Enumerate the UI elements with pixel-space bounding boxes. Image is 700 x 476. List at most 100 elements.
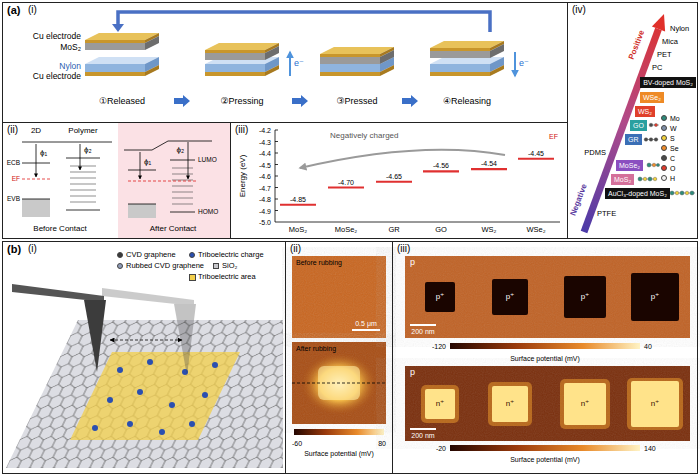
band-diagram — [128, 160, 195, 212]
kpfm-patterns — [425, 381, 679, 427]
figure-label: PTFE — [597, 210, 616, 218]
rubbing-illustration — [110, 340, 182, 341]
rubbing-illustration — [102, 288, 194, 306]
legend-text: Rubbed CVD graphene — [126, 262, 204, 270]
figure-label: 200 nm — [411, 432, 434, 439]
figure-label: p⁺ — [436, 293, 445, 301]
kpfm-before-after — [352, 329, 380, 331]
lattice-sketches — [656, 163, 659, 166]
rubbing-illustration — [202, 392, 208, 398]
figure-label: -4.70 — [338, 179, 354, 186]
kpfm-before-after — [292, 256, 386, 338]
figure-label: Cu electrode — [33, 32, 81, 41]
figure-label: -4.85 — [290, 196, 306, 203]
figure-label: 2D — [31, 127, 41, 135]
figure-label: MoSe₂ — [335, 226, 358, 234]
figure-label: ①Released — [99, 97, 145, 106]
teng-stacks — [320, 47, 394, 64]
rubbing-illustration — [92, 425, 98, 431]
figure-label: -4.45 — [528, 150, 544, 157]
material-chip: AuCl₃-doped MoS₂ — [605, 188, 670, 199]
panel-label: (i) — [28, 5, 37, 15]
material-chip: MoSe₂ — [616, 160, 643, 171]
lattice-sketches — [670, 191, 674, 195]
figure-label: PET — [657, 51, 672, 59]
figure-label: p⁺ — [506, 293, 515, 301]
figure-label: -4.4 — [259, 150, 271, 157]
kpfm-patterns — [425, 389, 455, 419]
lattice-sketches — [638, 123, 695, 195]
rubbing-illustration — [12, 284, 106, 372]
lattice-sketches — [675, 191, 679, 195]
figure-label: 0.5 μm — [355, 320, 377, 327]
kpfm-before-after — [292, 256, 386, 338]
figure-label: n⁺ — [581, 400, 590, 408]
figure-label: p — [410, 368, 415, 377]
kpfm-patterns — [492, 279, 528, 315]
teng-stacks — [85, 33, 504, 76]
figure-label: -4.3 — [259, 138, 271, 145]
figure-label: MoS₂ — [289, 226, 307, 234]
figure-label: ϕ₂ — [176, 146, 184, 154]
legend-text: O — [670, 165, 675, 172]
figure-label: -4.5 — [259, 161, 271, 168]
kpfm-before-after — [292, 342, 386, 424]
band-diagram — [36, 144, 37, 177]
figure-label: e⁻ — [294, 59, 304, 68]
panel-label: (ii) — [290, 244, 301, 254]
figure-label: EF — [12, 176, 20, 183]
figure-label: -20 — [436, 445, 446, 452]
rubbing-illustration — [159, 429, 165, 435]
rubbing-illustration — [137, 389, 143, 395]
panel-label: (ii) — [7, 125, 18, 135]
figure-label: ϕ₂ — [84, 146, 92, 154]
figure-label: -4.9 — [259, 207, 271, 214]
step-chevrons — [174, 95, 190, 107]
after-contact-ground — [118, 123, 230, 238]
rubbing-illustration — [6, 320, 283, 468]
kpfm-patterns — [421, 385, 459, 423]
figure-label: Nylon — [59, 62, 81, 71]
figure-label: -5.0 — [259, 219, 271, 226]
material-chip: MoS₂ — [611, 174, 634, 185]
cycle-arrow — [112, 24, 124, 32]
figure-label: ②Pressing — [220, 97, 263, 106]
kpfm-patterns — [421, 378, 683, 430]
panel-frame: (b)(i)(ii)(iii) — [2, 241, 698, 474]
lattice-sketches — [649, 123, 653, 127]
band-diagram — [128, 204, 156, 218]
triboelectric-series-arrow — [652, 14, 665, 31]
rubbing-illustration — [84, 300, 106, 372]
panel-label: (b) — [7, 244, 21, 255]
kpfm-before-after — [300, 352, 378, 416]
panel-frame: (ii) — [2, 122, 231, 239]
rubbing-illustration — [70, 352, 240, 440]
panel-frame: (ii) — [285, 241, 393, 474]
legend-text: W — [670, 125, 677, 132]
rubbing-illustration — [212, 362, 218, 368]
teng-stacks — [85, 57, 159, 76]
figure-label: GO — [435, 226, 447, 234]
electron-arrows — [289, 52, 291, 76]
kpfm-before-after — [294, 429, 384, 435]
kpfm-before-after — [292, 256, 386, 435]
kpfm-patterns — [405, 366, 690, 441]
material-chip: WS₂ — [635, 106, 655, 117]
energy-axes — [275, 130, 560, 222]
rubbing-illustration — [92, 359, 218, 435]
material-chip: GO — [630, 120, 647, 131]
figure-label: Before rubbing — [296, 259, 342, 266]
figure-label: EF — [549, 133, 558, 140]
figure-label: -60 — [292, 440, 302, 447]
figure-label: n⁺ — [506, 400, 515, 408]
legend-text: Mo — [670, 115, 680, 122]
kpfm-patterns — [564, 276, 606, 318]
lattice-sketches — [654, 123, 657, 126]
lattice-sketches — [654, 138, 658, 142]
rubbing-illustration — [6, 320, 283, 468]
material-chip: WSe₂ — [640, 92, 664, 103]
teng-stacks — [85, 33, 159, 50]
lattice-sketches — [638, 177, 642, 181]
